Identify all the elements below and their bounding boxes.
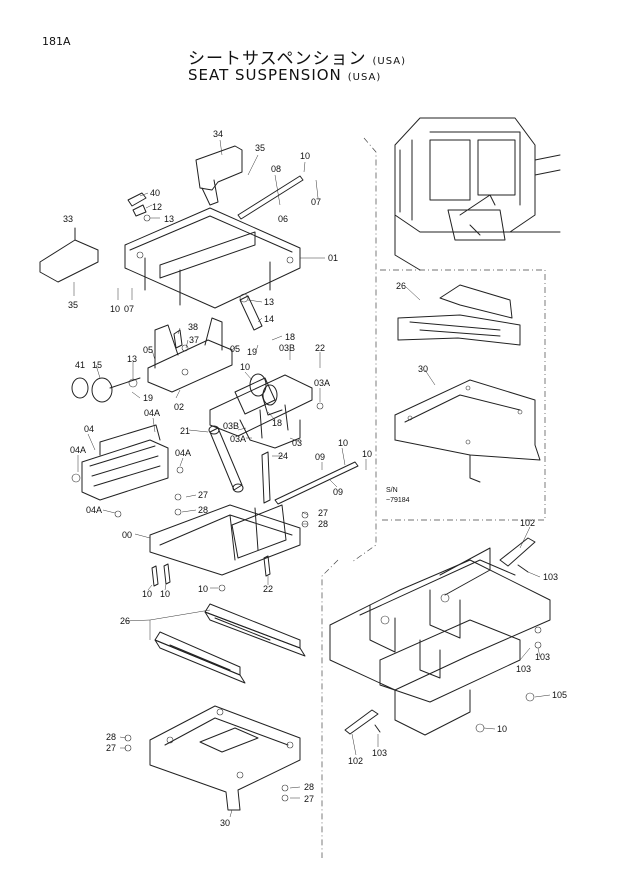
- label-26a: 26: [120, 616, 130, 626]
- label-102b: 102: [348, 756, 363, 766]
- label-18a: 18: [285, 332, 295, 342]
- label-09a: 09: [315, 452, 325, 462]
- label-103d: 103: [372, 748, 387, 758]
- label-18b: 18: [272, 418, 282, 428]
- leader-lines: [73, 139, 551, 818]
- serial-note-line2: ~79184: [386, 497, 410, 504]
- label-34: 34: [213, 129, 223, 139]
- label-28d: 28: [304, 782, 314, 792]
- label-27d: 27: [304, 794, 314, 804]
- label-102a: 102: [520, 518, 535, 528]
- label-10b: 10: [110, 304, 120, 314]
- label-03Bb: 03B: [223, 421, 239, 431]
- label-33: 33: [63, 214, 73, 224]
- label-21: 21: [180, 426, 190, 436]
- label-27b: 27: [318, 508, 328, 518]
- label-19a: 19: [247, 347, 257, 357]
- serial-note-line1: S/N: [386, 487, 398, 494]
- cab-overview-drawing: [394, 117, 561, 271]
- label-13c: 13: [127, 354, 137, 364]
- label-28a: 28: [198, 505, 208, 515]
- label-103c: 103: [516, 664, 531, 674]
- label-08: 08: [271, 164, 281, 174]
- label-27a: 27: [198, 490, 208, 500]
- label-03: 03: [292, 438, 302, 448]
- part-labels: 34 35 08 10 07 06 40 12 13 33 01 35 10 0…: [63, 129, 567, 828]
- label-13a: 13: [164, 214, 174, 224]
- label-03Ba: 03B: [279, 343, 295, 353]
- label-10h: 10: [198, 584, 208, 594]
- label-26b: 26: [396, 281, 406, 291]
- label-24: 24: [278, 451, 288, 461]
- label-103b: 103: [535, 652, 550, 662]
- lower-base-plate: [124, 705, 301, 811]
- label-28c: 28: [106, 732, 116, 742]
- label-04Ac: 04A: [175, 448, 191, 458]
- label-10g: 10: [160, 589, 170, 599]
- label-04Ab: 04A: [70, 445, 86, 455]
- page-number: 181A: [42, 35, 71, 48]
- label-10a: 10: [300, 151, 310, 161]
- label-10f: 10: [142, 589, 152, 599]
- label-01: 01: [328, 253, 338, 263]
- label-27c: 27: [106, 743, 116, 753]
- label-07b: 07: [124, 304, 134, 314]
- label-05b: 05: [230, 344, 240, 354]
- label-40: 40: [150, 188, 160, 198]
- label-37: 37: [189, 335, 199, 345]
- title-jp-text: シートサスペンション: [188, 49, 367, 69]
- title-japanese: シートサスペンション (USA): [188, 44, 406, 69]
- label-28b: 28: [318, 519, 328, 529]
- label-03Ab: 03A: [230, 434, 246, 444]
- title-english: SEAT SUSPENSION (USA): [188, 66, 381, 84]
- label-10c: 10: [240, 362, 250, 372]
- label-02: 02: [174, 402, 184, 412]
- market-tag-en: (USA): [347, 72, 382, 83]
- title-en-text: SEAT SUSPENSION: [188, 66, 342, 84]
- label-00: 00: [122, 530, 132, 540]
- label-04Aa: 04A: [144, 408, 160, 418]
- label-15: 15: [92, 360, 102, 370]
- label-10d: 10: [338, 438, 348, 448]
- label-10e: 10: [362, 449, 372, 459]
- upper-suspension-parts: [39, 145, 359, 592]
- label-22a: 22: [315, 343, 325, 353]
- label-22b: 22: [263, 584, 273, 594]
- label-19b: 19: [143, 393, 153, 403]
- market-tag-jp: (USA): [372, 56, 406, 67]
- label-103a: 103: [543, 572, 558, 582]
- new-version-assembly: [329, 537, 551, 736]
- label-13b: 13: [264, 297, 274, 307]
- label-07a: 07: [311, 197, 321, 207]
- label-105: 105: [552, 690, 567, 700]
- label-09b: 09: [333, 487, 343, 497]
- label-14: 14: [264, 314, 274, 324]
- label-06: 06: [278, 214, 288, 224]
- label-03Aa: 03A: [314, 378, 330, 388]
- label-12: 12: [152, 202, 162, 212]
- label-04Ad: 04A: [86, 505, 102, 515]
- slide-rails: [154, 603, 306, 684]
- label-35a: 35: [255, 143, 265, 153]
- label-05a: 05: [143, 345, 153, 355]
- label-38: 38: [188, 322, 198, 332]
- section-boundaries: [321, 137, 546, 858]
- inset-old-version: [394, 284, 541, 483]
- label-04: 04: [84, 424, 94, 434]
- label-41: 41: [75, 360, 85, 370]
- label-10i: 10: [497, 724, 507, 734]
- label-35b: 35: [68, 300, 78, 310]
- label-30a: 30: [418, 364, 428, 374]
- label-30b: 30: [220, 818, 230, 828]
